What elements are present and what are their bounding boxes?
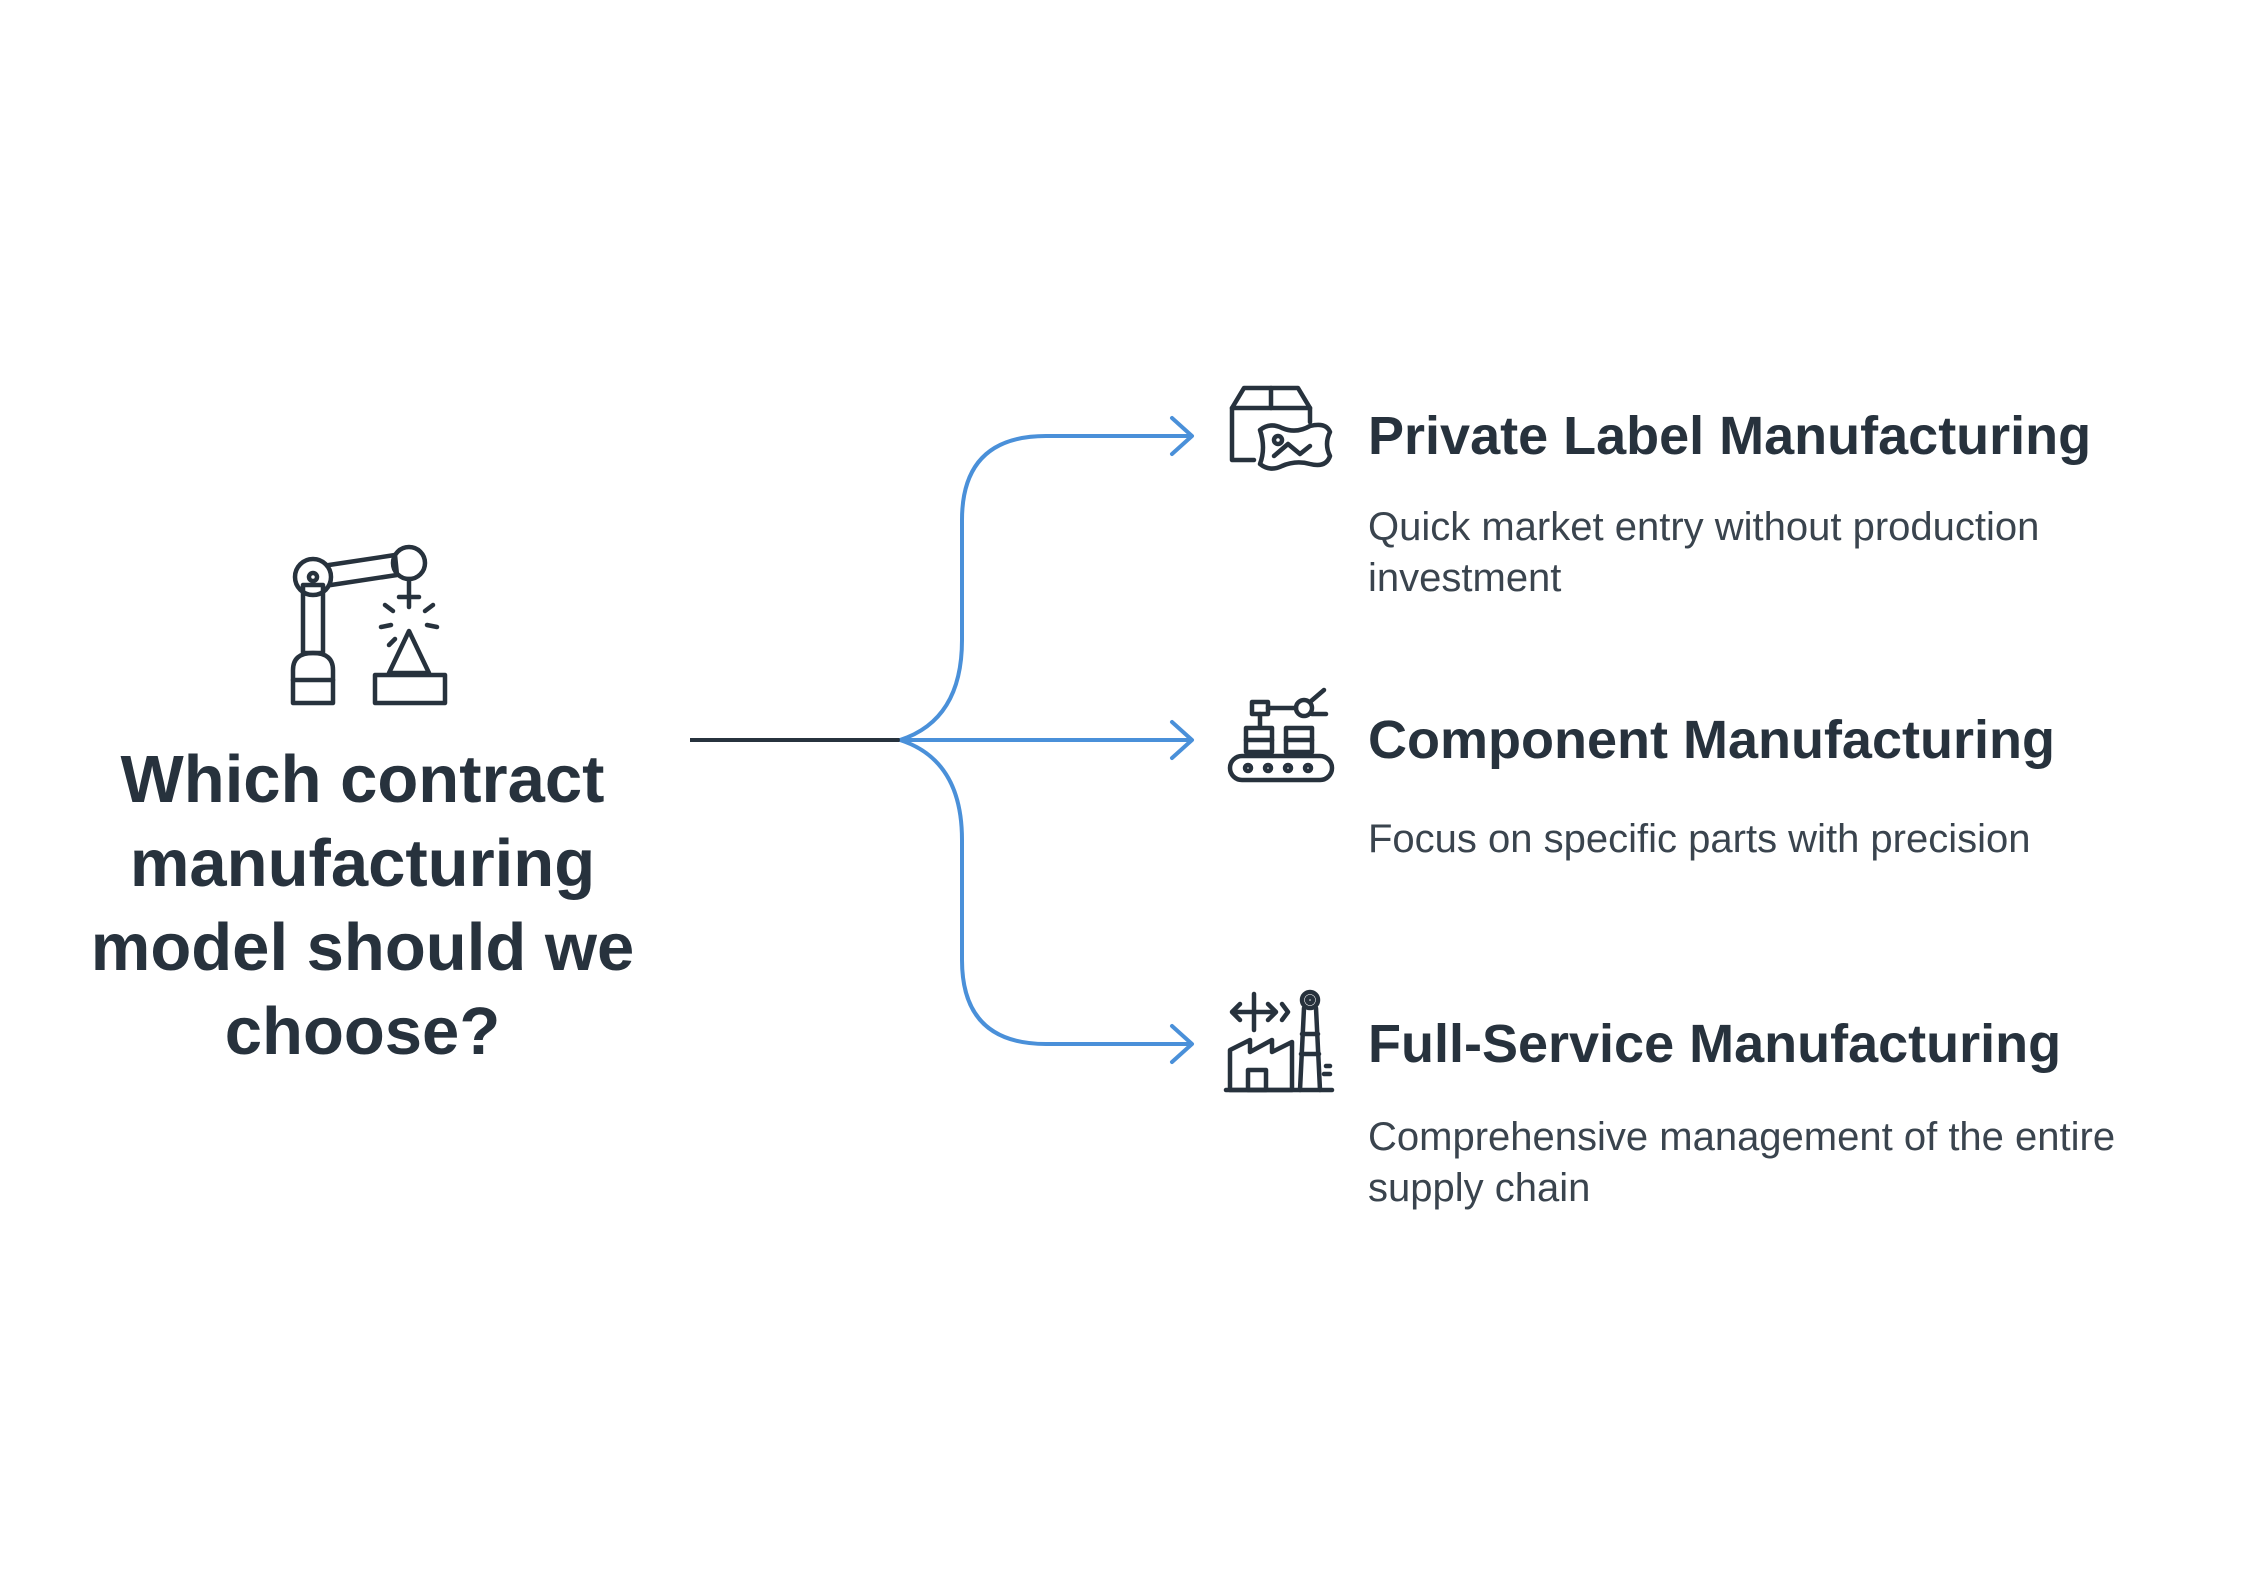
option-description-private-label: Quick market entry without production in… <box>1368 505 2040 600</box>
arrowhead-middle <box>1170 720 1194 760</box>
robot-arm-icon <box>285 535 455 706</box>
option-title-private-label: Private Label Manufacturing <box>1368 406 2092 466</box>
branch-line-top <box>899 434 1190 742</box>
arrowhead-top <box>1170 416 1194 456</box>
question-text: Which contract manufacturing model shoul… <box>90 742 635 1069</box>
factory-icon <box>1223 989 1336 1100</box>
package-label-icon <box>1226 382 1336 492</box>
option-title-component: Component Manufacturing <box>1368 710 2055 770</box>
option-title-full-service: Full-Service Manufacturing <box>1368 1014 2062 1074</box>
option-description-full-service: Comprehensive management of the entire s… <box>1368 1115 2116 1210</box>
branch-line-bottom <box>899 738 1190 1046</box>
arrowhead-bottom <box>1170 1024 1194 1064</box>
option-description-component: Focus on specific parts with precision <box>1368 817 2031 861</box>
conveyor-robot-icon <box>1226 686 1336 796</box>
